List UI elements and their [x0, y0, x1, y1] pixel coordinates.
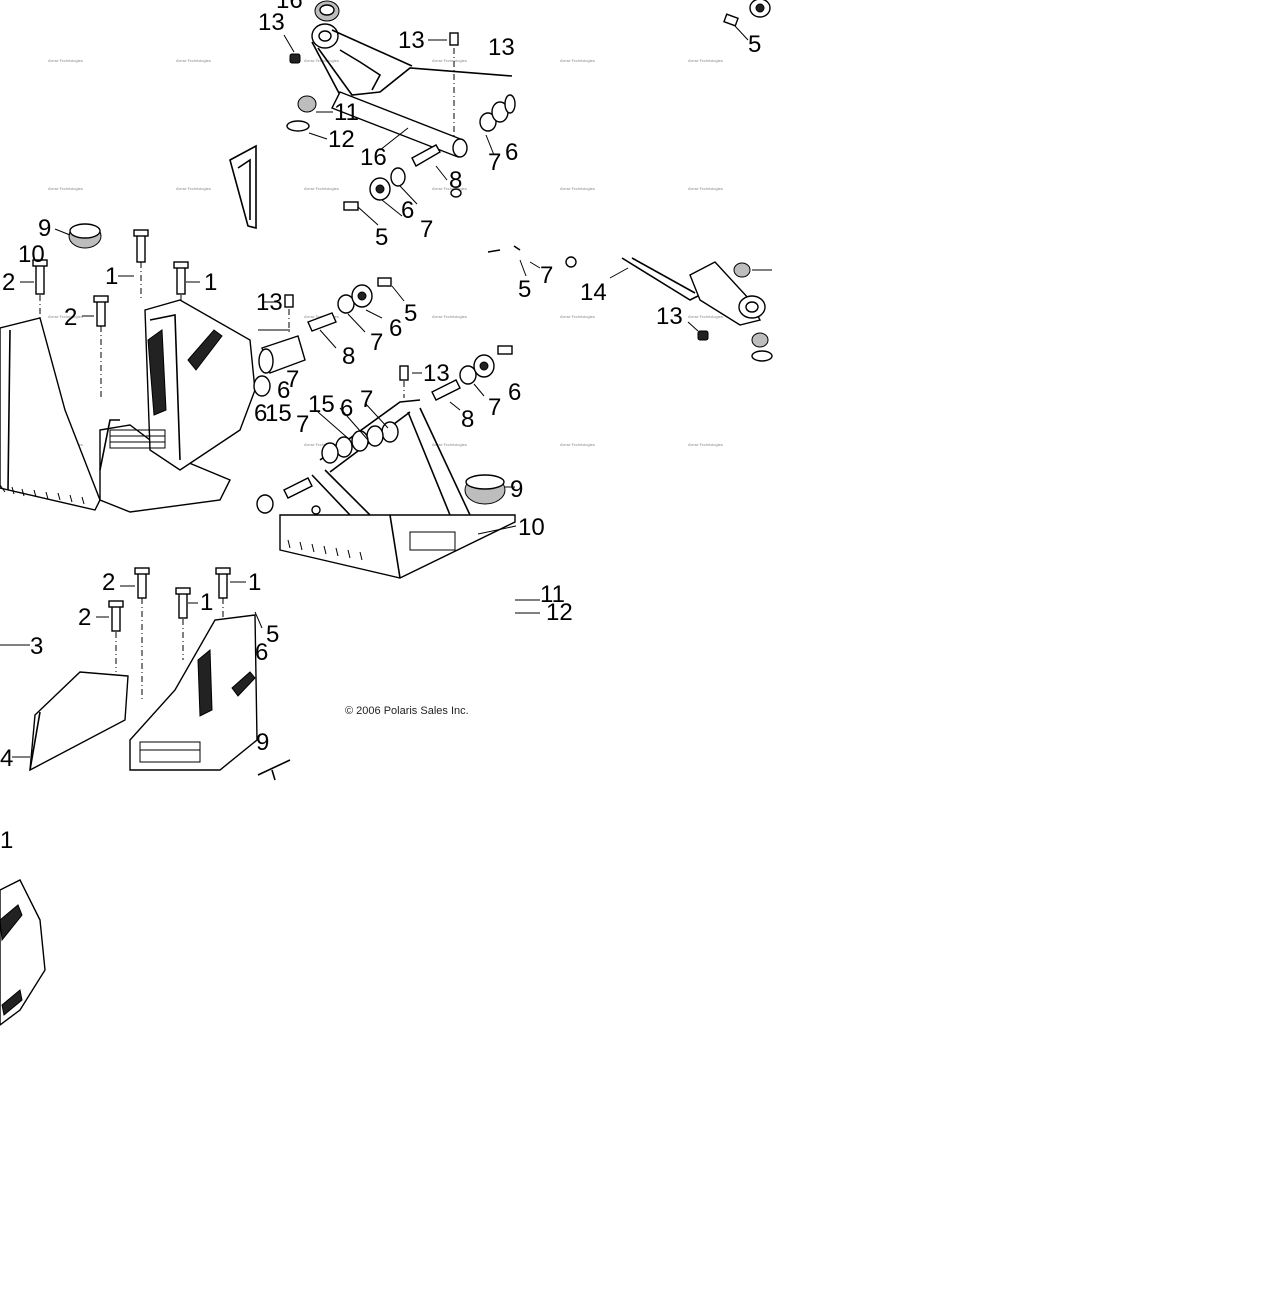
- watermark-text: Arrow Technologies: [560, 186, 595, 191]
- callout-6: 6: [505, 139, 518, 166]
- callout-7: 7: [420, 216, 433, 243]
- callout-11: 11: [540, 581, 565, 608]
- callout-13: 13: [488, 34, 515, 61]
- watermark-text: Arrow Technologies: [48, 58, 83, 63]
- callout-7: 7: [540, 262, 553, 289]
- copyright-text: © 2006 Polaris Sales Inc.: [345, 705, 469, 717]
- callout-8: 8: [449, 167, 462, 194]
- watermark-text: Arrow Technologies: [688, 58, 723, 63]
- footwell-tile-left: [0, 223, 256, 513]
- callout-15: 15: [308, 391, 335, 418]
- callout-8: 8: [342, 343, 355, 370]
- floor-tread: [109, 429, 166, 449]
- footwell-tile-lower: [0, 567, 291, 781]
- callout-7: 7: [296, 411, 309, 438]
- watermark-text: Arrow Technologies: [432, 314, 467, 319]
- callout-5: 5: [266, 621, 279, 648]
- callout-1: 1: [248, 569, 261, 596]
- watermark-text: Arrow Technologies: [688, 186, 723, 191]
- footwell-tile-center: [279, 514, 517, 579]
- callout-13: 13: [398, 27, 425, 54]
- callout-12: 12: [546, 599, 573, 626]
- callout-4: 4: [0, 745, 13, 772]
- callout-13: 13: [256, 289, 283, 316]
- a-arm-right-tile: [487, 245, 773, 362]
- callout-5: 5: [375, 224, 388, 251]
- callout-1: 1: [0, 827, 13, 854]
- callout-1: 1: [200, 589, 213, 616]
- callout-13: 13: [258, 9, 285, 36]
- watermark-text: Arrow Technologies: [560, 314, 595, 319]
- callout-9: 9: [510, 476, 523, 503]
- callout-7: 7: [488, 394, 501, 421]
- callout-6: 6: [340, 395, 353, 422]
- callout-5: 5: [404, 300, 417, 327]
- callout-9: 9: [256, 729, 269, 756]
- callout-6: 6: [254, 400, 267, 427]
- watermark-text: Arrow Technologies: [304, 442, 339, 447]
- callout-1: 1: [204, 269, 217, 296]
- callout-5: 5: [518, 276, 531, 303]
- callout-10: 10: [518, 514, 545, 541]
- callout-13: 13: [423, 360, 450, 387]
- watermark-text: Arrow Technologies: [560, 58, 595, 63]
- callout-2: 2: [2, 269, 15, 296]
- watermark-text: Arrow Technologies: [304, 186, 339, 191]
- callout-16: 16: [276, 0, 303, 14]
- upper-right-fragment: [723, 0, 771, 41]
- callout-14: 14: [580, 279, 607, 306]
- callout-6: 6: [508, 379, 521, 406]
- callout-9: 9: [38, 215, 51, 242]
- watermark-text: Arrow Technologies: [688, 442, 723, 447]
- callout-7: 7: [370, 329, 383, 356]
- watermark-text: Arrow Technologies: [48, 314, 83, 319]
- callout-7: 7: [360, 386, 373, 413]
- callout-8: 8: [461, 406, 474, 433]
- callout-2: 2: [64, 304, 77, 331]
- watermark-text: Arrow Technologies: [176, 58, 211, 63]
- callout-3: 3: [30, 633, 43, 660]
- callout-1: 1: [105, 263, 118, 290]
- watermark-text: Arrow Technologies: [48, 186, 83, 191]
- callout-5: 5: [748, 31, 761, 58]
- callout-13: 13: [656, 303, 683, 330]
- callout-10: 10: [18, 241, 45, 268]
- callout-15: 15: [265, 400, 292, 427]
- left-bracket-fragment: [229, 144, 257, 230]
- callout-6: 6: [389, 315, 402, 342]
- callout-2: 2: [102, 569, 115, 596]
- footwell-corner-fragment: [0, 879, 46, 1026]
- callout-6: 6: [255, 639, 268, 666]
- a-arm-lower-tile: [253, 277, 515, 516]
- watermark-text: Arrow Technologies: [176, 186, 211, 191]
- callout-6: 6: [401, 197, 414, 224]
- callout-6: 6: [277, 377, 290, 404]
- callout-16: 16: [360, 144, 387, 171]
- watermark-text: Arrow Technologies: [432, 58, 467, 63]
- callout-11: 11: [334, 99, 359, 126]
- callout-7: 7: [488, 149, 501, 176]
- callout-12: 12: [328, 126, 355, 153]
- watermark-text: Arrow Technologies: [432, 442, 467, 447]
- callout-7: 7: [286, 366, 299, 393]
- callout-2: 2: [78, 604, 91, 631]
- watermark-text: Arrow Technologies: [688, 314, 723, 319]
- watermark-text: Arrow Technologies: [432, 186, 467, 191]
- watermark-text: Arrow Technologies: [560, 442, 595, 447]
- a-arm-upper-tile: [283, 0, 516, 226]
